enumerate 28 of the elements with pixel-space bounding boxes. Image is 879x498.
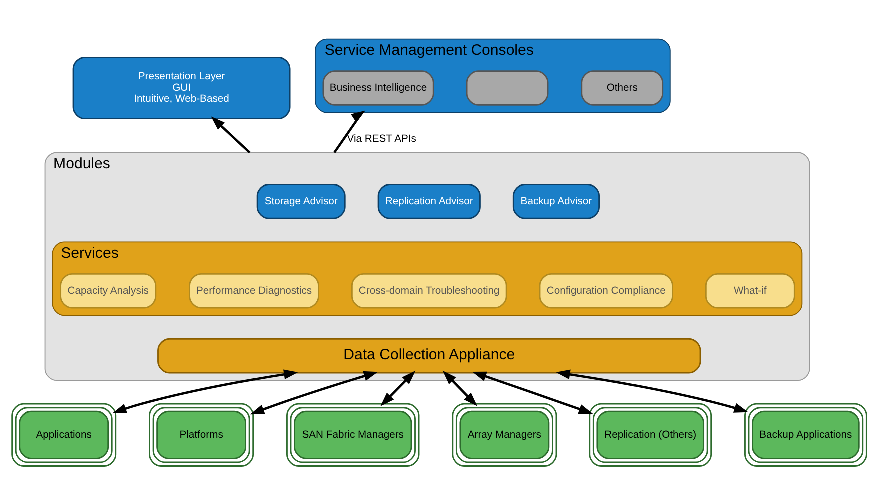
node-box: Backup Advisor — [512, 184, 600, 220]
node-box: Configuration Compliance — [539, 273, 674, 309]
node-box: Cross-domain Troubleshooting — [351, 273, 508, 309]
arrow — [442, 370, 478, 406]
node-box: Performance Diagnostics — [189, 273, 320, 309]
node-box: Business Intelligence — [322, 70, 434, 106]
node-box: Others — [581, 70, 664, 106]
node-box: Backup Applications — [744, 403, 868, 467]
node-box: Presentation Layer GUI Intuitive, Web-Based — [72, 56, 291, 120]
node-box: Platforms — [149, 403, 254, 467]
arrow — [334, 110, 366, 154]
node-box: Replication (Others) — [589, 403, 712, 467]
node-box: Capacity Analysis — [60, 273, 157, 309]
arrow — [112, 370, 298, 414]
edge-label: Via REST APIs — [347, 134, 416, 146]
arrow — [472, 372, 594, 414]
arrow — [211, 116, 251, 154]
arrow — [556, 370, 748, 413]
node-box: Applications — [12, 403, 117, 467]
node-box: Data Collection Appliance — [158, 338, 702, 374]
node-box: Array Managers — [452, 403, 558, 467]
node-box: Replication Advisor — [378, 184, 481, 220]
node-box — [466, 70, 549, 106]
arrow — [380, 370, 416, 406]
arrow — [250, 371, 378, 415]
node-box: What-if — [705, 273, 796, 309]
node-box: SAN Fabric Managers — [286, 403, 420, 467]
node-box: Storage Advisor — [256, 184, 346, 220]
